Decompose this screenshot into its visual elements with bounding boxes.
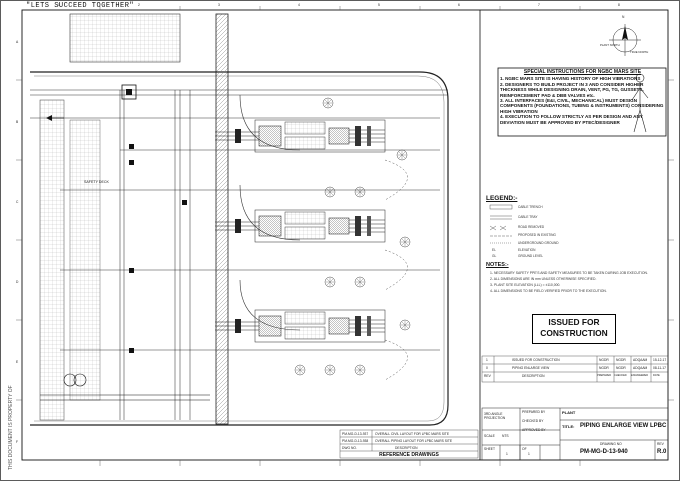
rev-date: 15-12-17: [653, 358, 667, 362]
rev-header: ENGINEERED: [631, 374, 649, 377]
checked-label: CHECKED BY: [522, 419, 544, 423]
title-label: TITLE:: [562, 424, 575, 429]
rev-desc: ISSUED FOR CONSTRUCTION: [512, 358, 560, 362]
rev-header: DATE: [653, 374, 660, 377]
ref-dwg-header: DESCRIPTION: [395, 446, 418, 450]
note-item: 2- ALL DIMENSIONS ARE IN mm UNLESS OTHER…: [490, 277, 597, 281]
legend-item: GROUND LEVEL: [518, 254, 543, 258]
rev-prep: NGDR: [599, 358, 609, 362]
note-item: 4- ALL DIMENSIONS TO BE FIELD VERIFIED P…: [490, 289, 607, 293]
reference-drawings-title: REFERENCE DRAWINGS: [379, 452, 439, 458]
legend-item: ROAD REMOVED: [518, 225, 545, 229]
rev-header: DESCRIPTION: [522, 374, 545, 378]
legend-item: UNDERGROUND GROUND: [518, 241, 559, 245]
legend-code: GL: [492, 254, 497, 258]
drawing-title: PIPING ENLARGE VIEW LPBC: [580, 423, 667, 429]
stamp-line: ISSUED FOR: [548, 317, 600, 327]
rev-chk: NGDR: [616, 366, 626, 370]
ref-dwg-no: PM-MG-D-13-938: [342, 439, 369, 443]
rev-chk: NGDR: [616, 358, 626, 362]
ref-dwg-header: DWG NO.: [342, 446, 357, 450]
scale-label: SCALE: [484, 434, 495, 438]
sheet-value: 1: [506, 452, 508, 456]
notes-title: NOTES:-: [486, 262, 509, 268]
legend-item: CABLE TRENCH: [518, 205, 543, 209]
approved-label: APPROVED BY: [522, 428, 546, 432]
issued-for-construction-stamp: ISSUED FOR CONSTRUCTION: [532, 314, 616, 344]
legend-code: EL: [492, 248, 496, 252]
instruction-item: 1. NGBC MARS SITE IS HAVING HISTORY OF H…: [500, 76, 641, 82]
ref-dwg-desc: OVERALL CIVIL LAYOUT FOR LPBC MARS SITE: [375, 432, 450, 436]
of-value: 1: [528, 452, 530, 456]
revision-value: R.0: [657, 449, 667, 455]
instruction-item: 2. DESIGNERS TO BUILD PROJECT IN 3 AND C…: [500, 81, 644, 98]
side-ownership-text: THIS DOCUMENT IS PROPERTY OF: [8, 385, 14, 470]
legend-item: ELEVATION: [518, 248, 536, 252]
instruction-item: 4. EXECUTION TO FOLLOW STRICTLY AS PER D…: [500, 114, 643, 125]
rev-header: REV: [484, 374, 491, 378]
prepared-label: PREPARED BY: [522, 410, 546, 414]
north-label: N: [622, 15, 625, 19]
rev-prep: NGDR: [599, 366, 609, 370]
ref-dwg-no: PM-MG-D-13-937: [342, 432, 369, 436]
scale-value: NTS: [502, 434, 509, 438]
rev-cell: 1: [486, 358, 488, 362]
legend-item: PROPOSED IN EXISTING: [518, 233, 556, 237]
legend-item: CABLE TRAY: [518, 215, 538, 219]
rev-header: PREPARED: [597, 374, 612, 377]
of-label: OF: [522, 447, 527, 451]
true-north-label: TRUE NORTH: [630, 50, 649, 54]
special-instructions-title: SPECIAL INSTRUCTIONS FOR NGBC MARS SITE: [523, 69, 642, 75]
note-item: 1- NECESSARY SAFETY PPE'S AND SAFETY MEA…: [490, 271, 648, 275]
plant-north-label: PLANT NORTH: [600, 43, 620, 47]
rev-header: CHECKED: [614, 374, 627, 377]
rev-date: 08-11-17: [653, 366, 666, 370]
rev-eng: ADQAAM: [633, 358, 648, 362]
stamp-line: CONSTRUCTION: [540, 327, 608, 338]
note-item: 3- PLANT SITE ELEVATION (LLL) = ±110,000…: [490, 283, 561, 287]
rev-desc: PIPING ENLARGE VIEW: [512, 366, 550, 370]
drawing-no-label: DRAWING NO: [600, 442, 622, 446]
plant-label: PLANT: [562, 410, 576, 415]
rev-eng: ADQAAM: [633, 366, 648, 370]
motto-tag: "LETS SUCCEED TOGETHER": [26, 2, 135, 10]
special-instructions: SPECIAL INSTRUCTIONS FOR NGBC MARS SITE …: [500, 69, 665, 125]
legend-title: LEGEND:-: [486, 195, 518, 202]
drawing-number: PM-MG-D-13-940: [580, 449, 628, 455]
projection-label: 3RD ANGLE PROJECTION: [484, 412, 506, 420]
rev-label: REV: [657, 442, 664, 446]
ref-dwg-desc: OVERALL PIPING LAYOUT FOR LPBC MARS SITE: [375, 439, 453, 443]
rev-cell: 0: [486, 366, 488, 370]
instruction-item: 3. ALL INTERFACES (E&I, CIVIL, MECHANICA…: [500, 98, 664, 114]
sheet-label: SHEET: [484, 447, 495, 451]
plan-area-label: SAFETY DECK: [84, 180, 109, 184]
